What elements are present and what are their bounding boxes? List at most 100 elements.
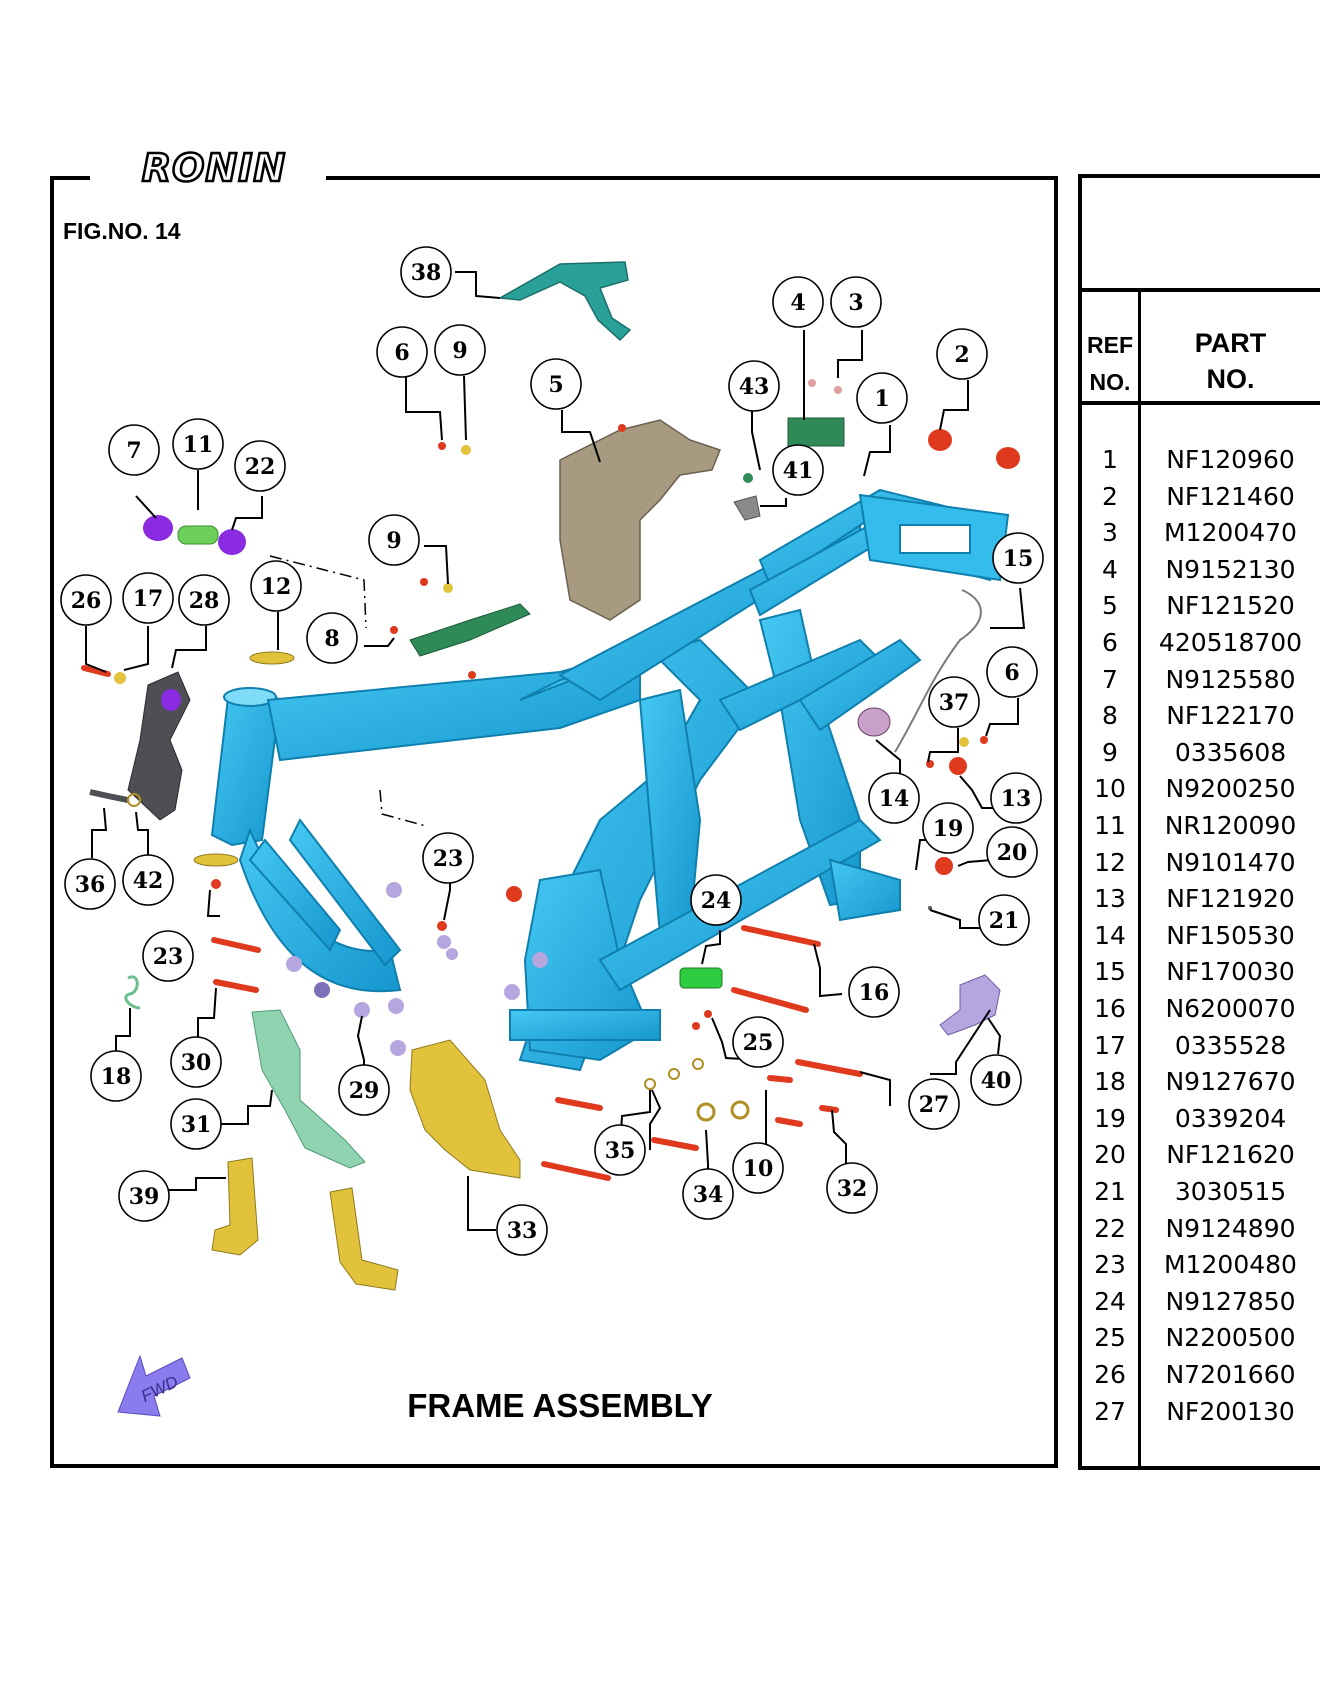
callout-20: 20 [986,826,1038,878]
callout-3-label: 3 [848,290,863,316]
callout-8-label: 8 [324,626,339,652]
ref-no: 13 [1094,884,1126,914]
part-12-washer [249,651,295,665]
ref-no: 10 [1094,774,1126,804]
part-no: N9200250 [1165,774,1296,804]
part-no: NF122170 [1166,701,1295,731]
callout-38: 38 [400,246,452,298]
part-11-collar [177,525,219,545]
ref-no: 17 [1094,1030,1126,1060]
callout-21-label: 21 [989,908,1020,934]
part-18-clip [124,975,141,1010]
table-row: 14 NF150530 [1082,921,1320,957]
callout-26: 26 [60,574,112,626]
callout-28-label: 28 [189,588,220,614]
ref-no: 2 [1102,481,1118,511]
callout-34-label: 34 [693,1182,724,1208]
ref-no: 24 [1094,1286,1126,1316]
callout-18-label: 18 [101,1064,132,1090]
callout-41: 41 [772,444,824,496]
callout-13-label: 13 [1001,786,1032,812]
callout-22: 22 [234,440,286,492]
callout-7: 7 [108,424,160,476]
callout-14: 14 [868,772,920,824]
part-39-bracket [211,1157,259,1256]
callout-24-label: 24 [701,888,732,914]
callout-2-label: 2 [954,342,969,368]
callout-37-label: 37 [939,690,970,716]
part-no: NF121620 [1166,1140,1295,1170]
table-header-top-rule [1078,288,1320,292]
part-33-bracket [409,1039,521,1179]
part-no: NF150530 [1166,920,1295,950]
callout-29-label: 29 [349,1078,380,1104]
callout-37: 37 [928,676,980,728]
part-no: NF170030 [1166,957,1295,987]
callout-3: 3 [830,276,882,328]
callout-23b: 23 [142,930,194,982]
part-no: NF120960 [1166,445,1295,474]
callout-23: 23 [422,832,474,884]
ref-no: 3 [1102,518,1118,548]
callout-12: 12 [250,560,302,612]
ref-no: 14 [1094,920,1126,950]
ref-no: 5 [1102,591,1118,621]
callout-6b-label: 6 [1004,660,1019,686]
callout-35-label: 35 [605,1138,636,1164]
callout-35: 35 [594,1124,646,1176]
ref-no: 15 [1094,957,1126,987]
callout-40-label: 40 [981,1068,1012,1094]
diagram-title: FRAME ASSEMBLY [407,1387,713,1424]
callout-32: 32 [826,1162,878,1214]
callout-26-label: 26 [71,588,102,614]
callout-8: 8 [306,612,358,664]
ref-no: 12 [1094,847,1126,877]
callout-6: 6 [376,326,428,378]
part-no: 0339204 [1174,1103,1287,1133]
fasteners [114,379,988,1122]
callout-32-label: 32 [837,1176,868,1202]
svg-text:RONIN: RONIN [142,146,286,190]
ref-no: 16 [1094,994,1126,1023]
part-no: NF121520 [1166,591,1295,621]
part-7-grommet [143,515,173,541]
callout-17: 17 [122,572,174,624]
ref-no: 21 [1094,1177,1126,1206]
ref-no: 8 [1102,701,1118,731]
ref-no: 27 [1094,1396,1126,1426]
part-5-bracket [559,419,721,621]
callout-42: 42 [122,854,174,906]
part-no: N9125580 [1165,664,1296,694]
part-no: NF121920 [1166,884,1295,914]
callout-16: 16 [848,966,900,1018]
part-15-cable [894,589,982,753]
callout-30-label: 30 [181,1050,212,1076]
table-row: 15 NF170030 [1082,957,1320,993]
header-ref-line2: NO. [1089,369,1131,395]
figure-label: FIG.NO. 14 [63,218,181,244]
ref-no: 26 [1094,1360,1126,1389]
callout-40: 40 [970,1054,1022,1106]
part-no: 3030515 [1174,1177,1287,1206]
callout-9b-label: 9 [386,528,401,554]
table-header-bottom-rule [1078,401,1320,405]
part-36-bolt [89,789,129,803]
part-8-arm [409,603,531,657]
callout-4: 4 [772,276,824,328]
callout-21: 21 [978,894,1030,946]
ref-no: 18 [1094,1067,1126,1097]
callout-38-label: 38 [411,260,442,286]
callout-6b: 6 [986,646,1038,698]
callout-11-label: 11 [183,432,214,458]
header-ref-line1: REF [1087,332,1133,358]
callout-20-label: 20 [997,840,1028,866]
callout-13: 13 [990,772,1042,824]
